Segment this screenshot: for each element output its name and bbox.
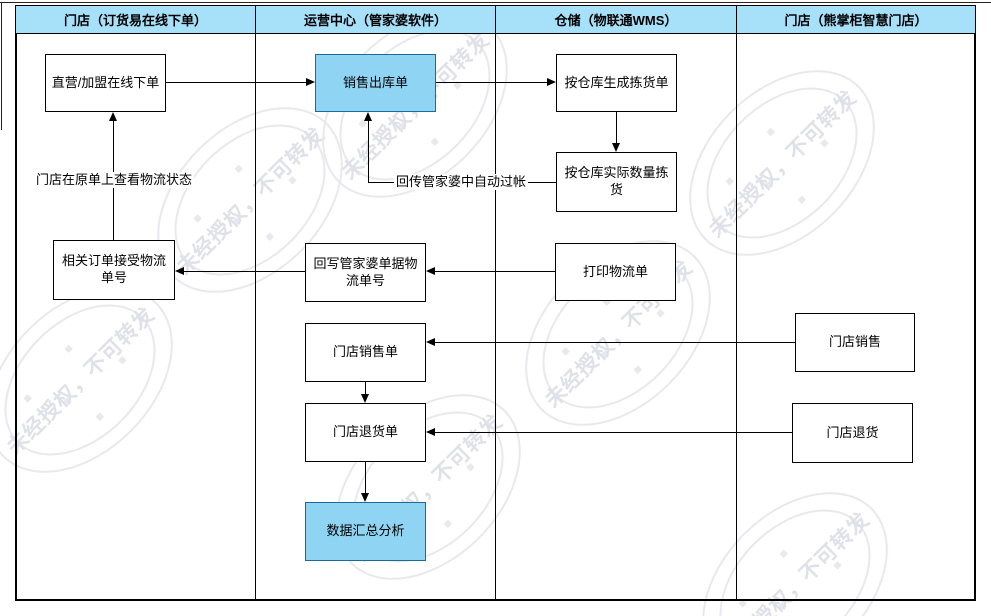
node-label: 回写管家婆单据物流单号 xyxy=(313,255,418,288)
node-label: 相关订单接受物流单号 xyxy=(61,253,166,285)
edge-line xyxy=(434,342,795,343)
node-store-return-order: 门店退货单 xyxy=(305,403,426,462)
node-store-return: 门店退货 xyxy=(792,403,913,463)
page-border-top xyxy=(0,2,991,3)
edge-line xyxy=(436,82,548,83)
node-label: 销售出库单 xyxy=(342,74,408,90)
edge-line xyxy=(365,462,366,494)
node-online-order: 直营/加盟在线下单 xyxy=(45,54,166,112)
node-label: 门店退货 xyxy=(826,424,879,440)
edge-line xyxy=(183,271,305,272)
node-sales-outbound-order: 销售出库单 xyxy=(315,54,436,112)
node-label: 按仓库生成拣货单 xyxy=(564,74,669,90)
node-store-sales-order: 门店销售单 xyxy=(305,323,426,382)
node-label: 数据汇总分析 xyxy=(326,523,405,539)
node-print-logistics-form: 打印物流单 xyxy=(555,243,676,301)
edge-line xyxy=(368,120,369,183)
node-order-receive-tracking: 相关订单接受物流单号 xyxy=(53,240,175,300)
node-generate-picking-list: 按仓库生成拣货单 xyxy=(556,54,677,112)
node-label: 门店销售 xyxy=(828,334,881,350)
lane-divider xyxy=(255,33,256,601)
arrowhead-icon xyxy=(306,78,315,86)
lane-title: 运营中心（管家婆软件） xyxy=(303,13,447,28)
edge-line xyxy=(434,432,792,433)
edge-line xyxy=(434,271,555,272)
node-label: 门店销售单 xyxy=(332,344,398,360)
lane-header-warehouse-wms: 仓储（物联通WMS） xyxy=(495,5,737,34)
node-writeback-tracking-no: 回写管家婆单据物流单号 xyxy=(305,243,426,302)
arrowhead-icon xyxy=(175,267,184,275)
node-store-sales: 门店销售 xyxy=(795,313,915,372)
page-border-left xyxy=(1,2,2,130)
lane-divider xyxy=(495,33,496,601)
node-label: 按仓库实际数量拣货 xyxy=(564,165,669,197)
node-data-summary-analysis: 数据汇总分析 xyxy=(305,502,426,561)
edge-label-view-logistics-status: 门店在原单上查看物流状态 xyxy=(33,172,195,188)
node-pick-by-actual-qty: 按仓库实际数量拣货 xyxy=(556,152,677,212)
node-label: 门店退货单 xyxy=(332,424,398,440)
edge-line xyxy=(166,82,307,83)
arrowhead-icon xyxy=(612,143,620,152)
arrowhead-icon xyxy=(426,428,435,436)
node-label: 直营/加盟在线下单 xyxy=(51,74,160,90)
edge-line xyxy=(365,382,366,395)
arrowhead-icon xyxy=(426,267,435,275)
lane-header-operations-center: 运营中心（管家婆软件） xyxy=(255,5,496,34)
arrowhead-icon xyxy=(547,78,556,86)
lane-header-store-smart: 门店（熊掌柜智慧门店） xyxy=(736,5,976,34)
arrowhead-icon xyxy=(361,394,369,403)
node-label: 打印物流单 xyxy=(582,263,648,279)
arrowhead-icon xyxy=(426,338,435,346)
lane-divider xyxy=(736,33,737,601)
edge-label-auto-posting: 回传管家婆中自动过帐 xyxy=(393,174,529,190)
arrowhead-icon xyxy=(364,112,372,121)
lane-header-store-ordering: 门店（订货易在线下单） xyxy=(15,5,256,34)
arrowhead-icon xyxy=(361,493,369,502)
arrowhead-icon xyxy=(109,112,117,121)
edge-line xyxy=(616,112,617,144)
lane-title: 门店（订货易在线下单） xyxy=(63,13,207,28)
stamp-dot xyxy=(778,601,787,611)
lane-title: 仓储（物联通WMS） xyxy=(554,13,678,28)
lane-title: 门店（熊掌柜智慧门店） xyxy=(784,13,928,28)
